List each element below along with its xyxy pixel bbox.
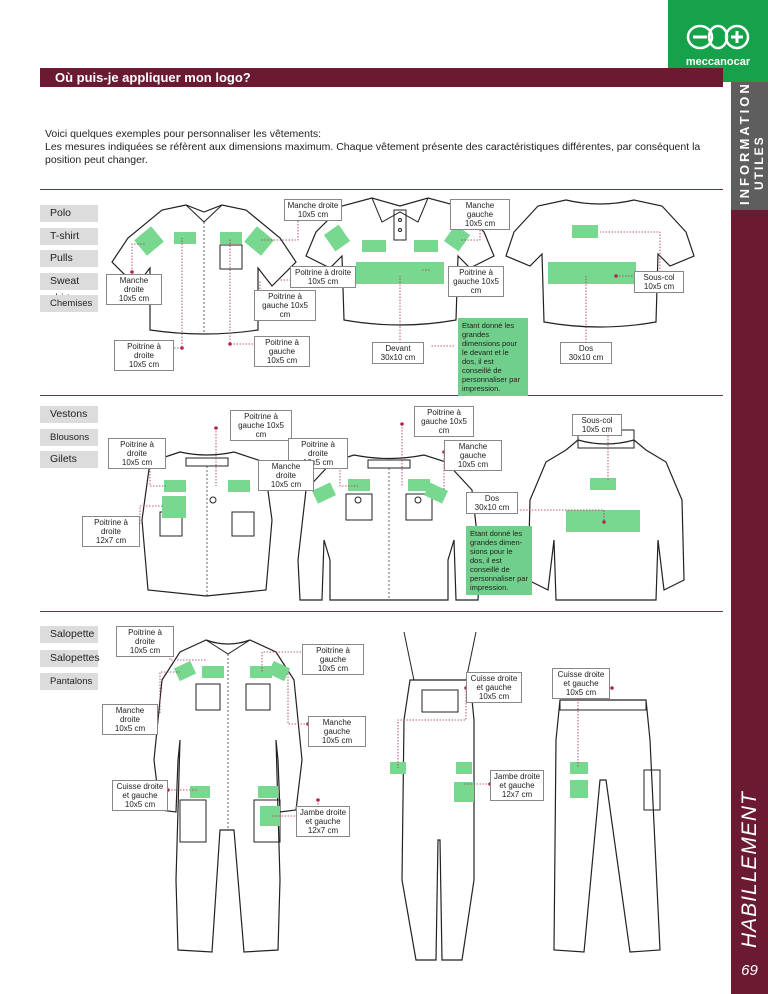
label-sous-col: Sous-col 10x5 cm: [634, 271, 684, 293]
category-pantalons: Pantalons: [40, 673, 98, 690]
label-poitrine-droite-a: Poitrine à droite 10x5 cm: [108, 438, 166, 469]
blouson-drawing: [297, 454, 481, 601]
label-manche-gauche-jacket: Manche gauche 10x5 cm: [444, 440, 502, 471]
category-salopettes: Salopettes: [40, 650, 100, 667]
brand-logo: meccanocar: [668, 0, 768, 82]
category-blousons: Blousons: [40, 429, 98, 446]
category-chemises: Chemises: [40, 295, 98, 312]
label-poitrine-gauche-b: Poitrine à gauche 10x5 cm: [414, 406, 474, 437]
polo-drawing: [305, 197, 495, 326]
note-tops: Etant donné les grandes dimensions pour …: [458, 318, 528, 396]
brand-name: meccanocar: [685, 56, 751, 68]
label-manche-droite-jacket: Manche droite 10x5 cm: [258, 460, 314, 491]
label-poitrine-droite: Poitrine à droite 10x5 cm: [290, 266, 356, 288]
label-poitrine-droite-big: Poitrine à droite 12x7 cm: [82, 516, 140, 547]
label-cuisse-c: Cuisse droite et gauche 10x5 cm: [112, 780, 168, 811]
label-poitrine-droite-low: Poitrine à droite 10x5 cm: [114, 340, 174, 371]
sidebar-info-sublabel: UTILES: [752, 135, 766, 190]
category-salopette: Salopette: [40, 626, 98, 643]
label-manche-gauche: Manche gauche 10x5 cm: [450, 199, 510, 230]
section-divider: [40, 189, 723, 190]
label-sous-col-jacket: Sous-col 10x5 cm: [572, 414, 622, 436]
bib-overall-drawing: [390, 631, 477, 961]
section-divider: [40, 395, 723, 396]
label-manche-droite-bottom: Manche droite 10x5 cm: [102, 704, 158, 735]
intro-line-1: Voici quelques exemples pour personnalis…: [45, 128, 322, 140]
label-poitrine-droite-bottom: Poitrine à droite 10x5 cm: [116, 626, 174, 657]
category-polo: Polo: [40, 205, 98, 222]
garment-illustrations: [111, 197, 695, 961]
label-manche-droite-left: Manche droite 10x5 cm: [106, 274, 162, 305]
section-divider: [40, 611, 723, 612]
category-tshirt: T-shirt: [40, 228, 98, 245]
label-poitrine-gauche-a: Poitrine à gauche 10x5 cm: [230, 410, 292, 441]
note-jackets: Etant donné les grandes dimen-sions pour…: [466, 526, 532, 595]
category-pulls: Pulls: [40, 250, 98, 267]
tshirt-back-drawing: [505, 199, 695, 328]
label-dos: Dos 30x10 cm: [560, 342, 612, 364]
label-poitrine-gauche: Poitrine à gauche 10x5 cm: [448, 266, 504, 297]
intro-text: Voici quelques exemples pour personnalis…: [45, 128, 725, 167]
title-bar: [40, 68, 723, 87]
label-jambe-a: Jambe droite et gauche 12x7 cm: [490, 770, 544, 801]
intro-line-2: Les mesures indiquées se réfèrent aux di…: [45, 141, 701, 166]
pullover-back-drawing: [527, 429, 685, 601]
logo-mark-icon: [686, 24, 750, 50]
coverall-drawing: [153, 639, 303, 953]
page-number: 69: [741, 962, 758, 979]
label-poitrine-gauche-low2: Poitrine à gauche 10x5 cm: [254, 336, 310, 367]
label-jambe-b: Jambe droite et gauche 12x7 cm: [296, 806, 350, 837]
sidebar-info-label: INFORMATIONS: [737, 69, 752, 205]
label-cuisse-b: Cuisse droite et gauche 10x5 cm: [552, 668, 610, 699]
label-poitrine-gauche-low: Poitrine à gauche 10x5 cm: [254, 290, 316, 321]
label-cuisse-a: Cuisse droite et gauche 10x5 cm: [466, 672, 522, 703]
page-title: Où puis-je appliquer mon logo?: [55, 70, 251, 85]
label-manche-droite: Manche droite 10x5 cm: [284, 199, 342, 221]
label-manche-gauche-bottom: Manche gauche 10x5 cm: [308, 716, 366, 747]
label-devant: Devant 30x10 cm: [372, 342, 424, 364]
label-poitrine-gauche-bottom: Poitrine à gauche 10x5 cm: [302, 644, 364, 675]
category-vestons: Vestons: [40, 406, 98, 423]
sidebar-section-label: HABILLEMENT: [738, 791, 761, 948]
category-gilets: Gilets: [40, 451, 98, 468]
label-dos-jacket: Dos 30x10 cm: [466, 492, 518, 514]
pants-drawing: [553, 699, 661, 953]
gilet-drawing: [141, 451, 273, 597]
